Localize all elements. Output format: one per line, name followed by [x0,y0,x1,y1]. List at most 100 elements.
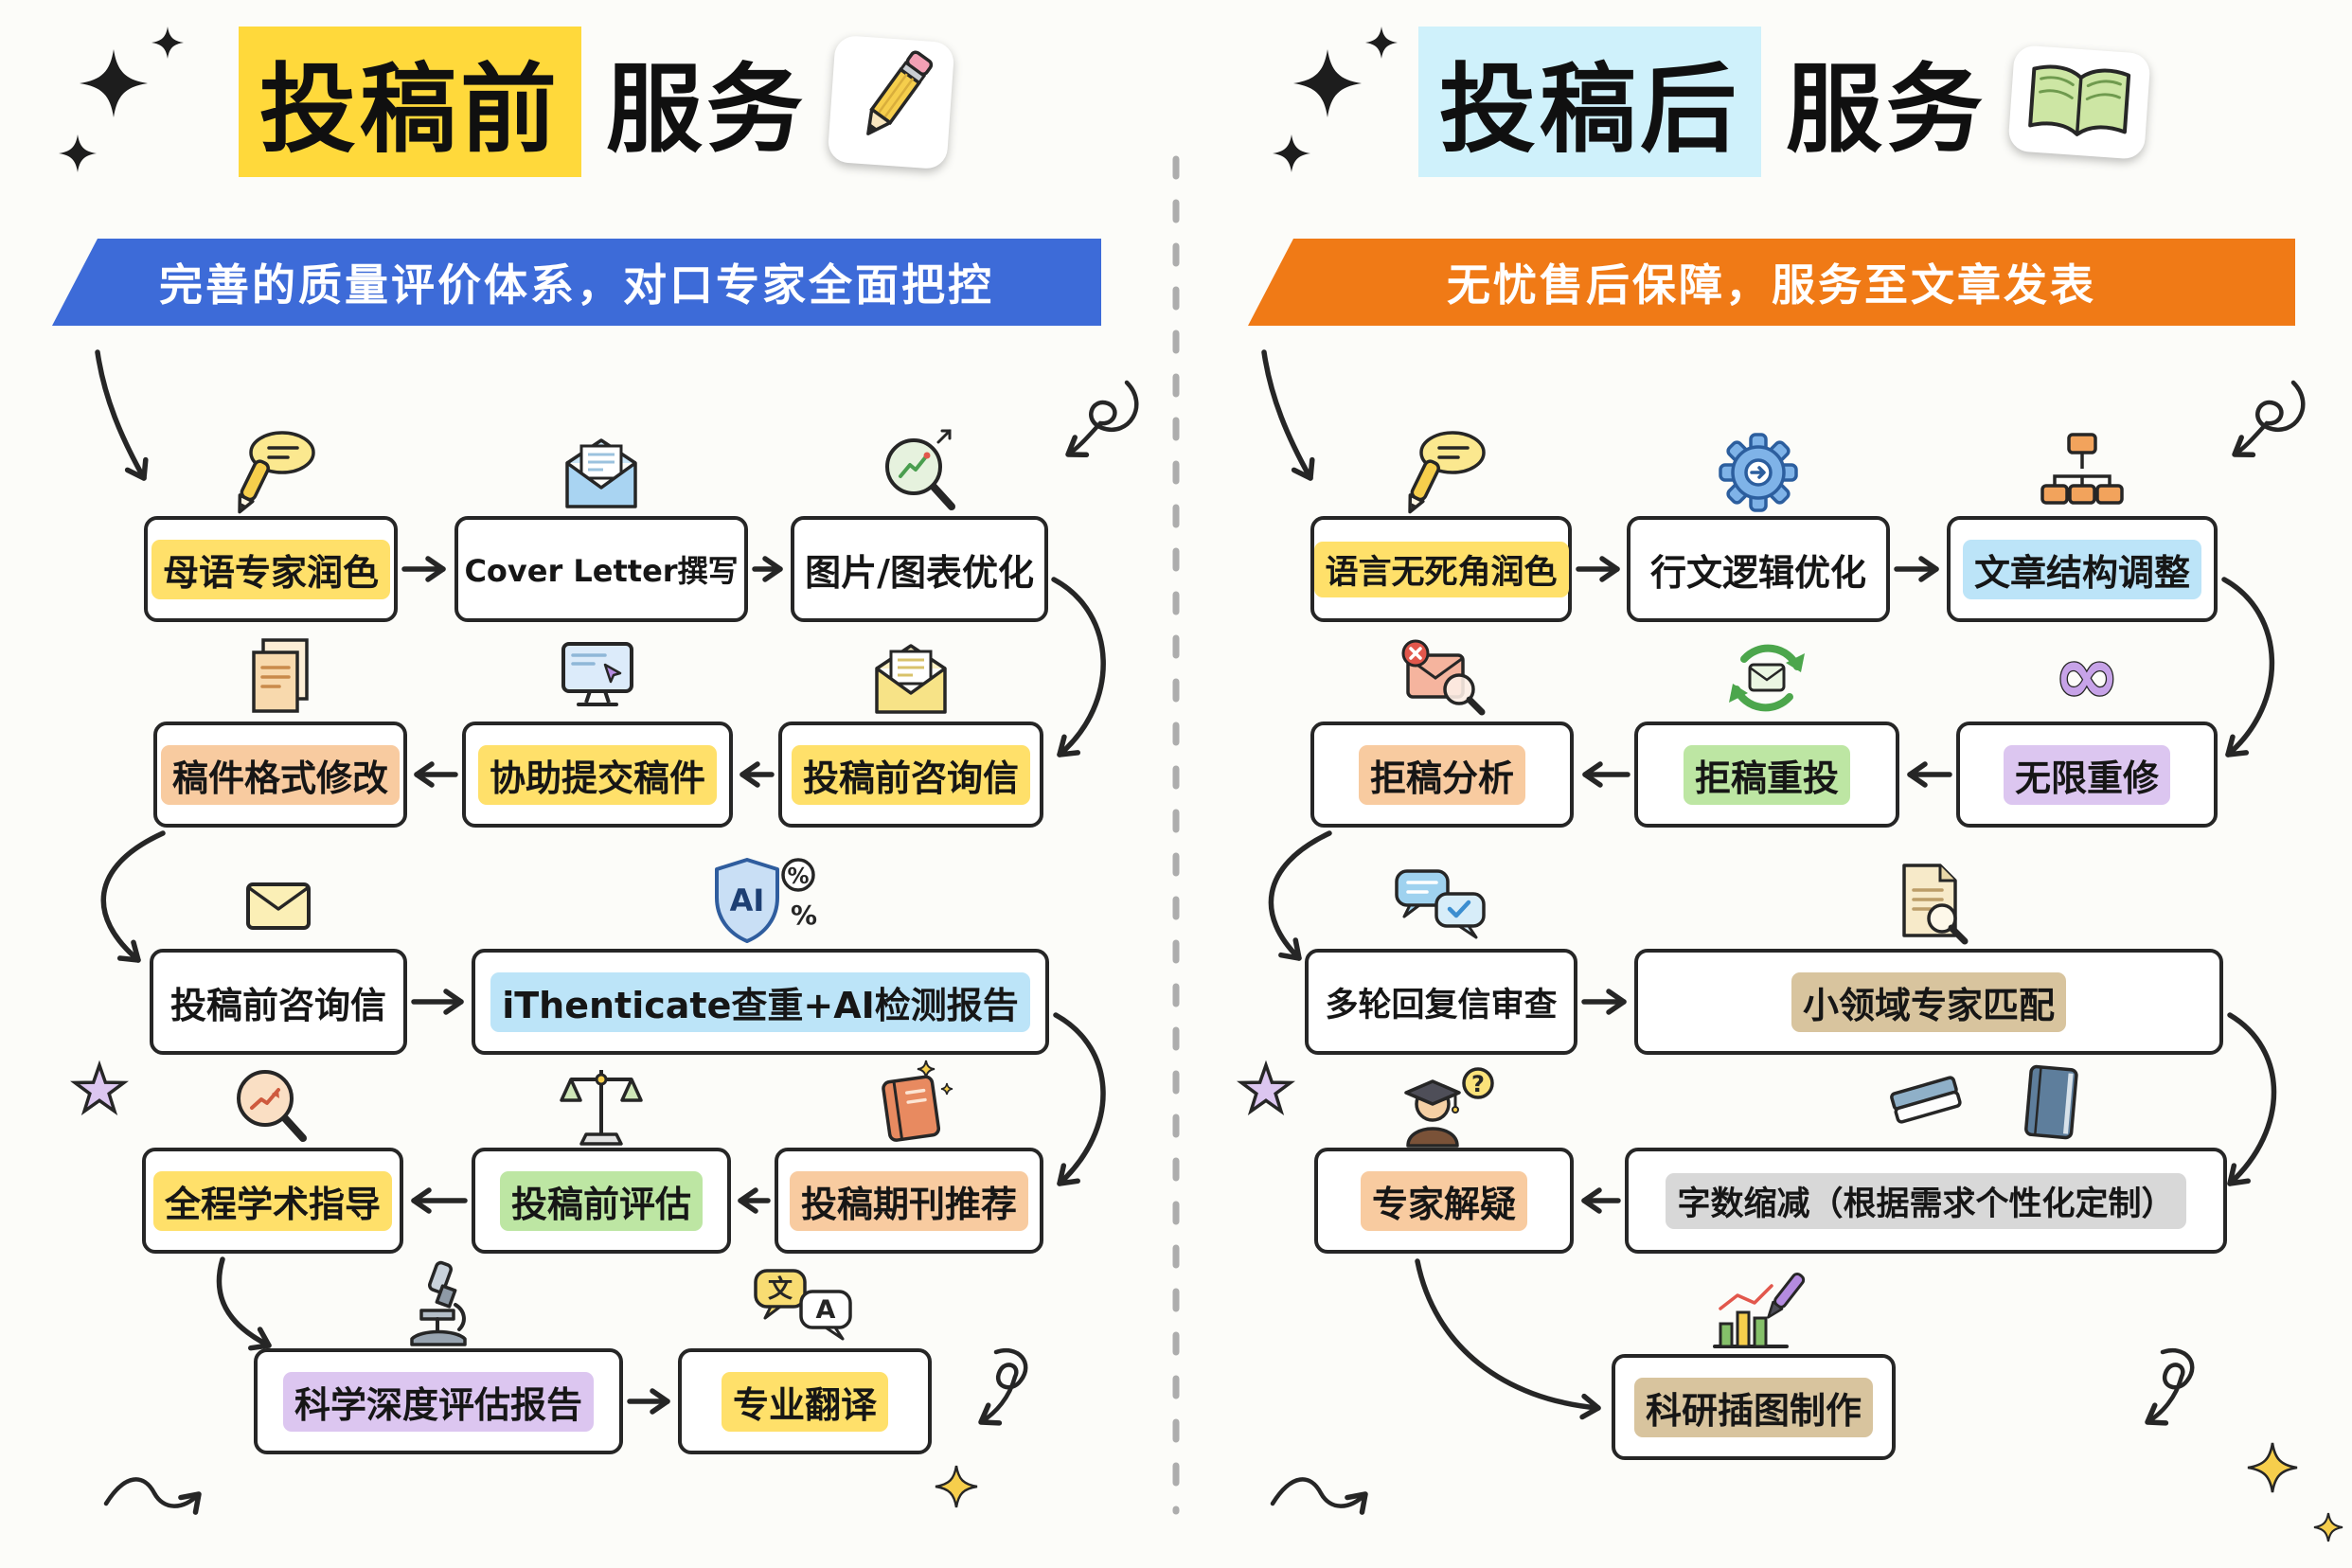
curl-arrow [2232,380,2306,458]
flow-arrows [95,349,2277,1420]
page-title-right: 投稿后 服务 [1418,27,2151,177]
flow-box-expert-match: 小领域专家匹配 [1634,864,2223,1055]
magnifier-chart-icon [870,427,969,518]
translate-icon: 文 A [748,1263,862,1350]
flow-box-label: 多轮回复信审查 [1325,986,1558,1025]
flow-box-response-review: 多轮回复信审查 [1305,869,1577,1055]
book-icon [2004,1059,2094,1149]
title-suffix-right: 服务 [1786,54,1987,167]
flow-arrow [1053,1012,1106,1186]
microscope-icon [389,1259,488,1350]
pen-speech-icon [1392,427,1490,518]
flow-box-label: 母语专家润色 [151,539,390,599]
documents-icon [231,633,330,723]
ai-shield-icon: AI % % [698,852,823,951]
svg-text:%: % [791,900,817,931]
chart-brush-icon [1702,1265,1806,1356]
flow-box-label: Cover Letter撰写 [464,553,739,589]
flow-box-label: 投稿期刊推荐 [789,1170,1028,1231]
squiggle-arrow [1270,1477,1368,1515]
flow-box-label: 科研插图制作 [1633,1377,1873,1437]
svg-text:∞: ∞ [2054,633,2120,722]
flow-box-word-reduce: 字数缩减（根据需求个性化定制） [1625,1064,2227,1254]
pencil-icon [827,34,955,169]
flow-box-label: 拒稿重投 [1683,744,1850,805]
flow-box-label: 专家解疑 [1360,1170,1527,1231]
banner-left-text: 完善的质量评价体系，对口专家全面把控 [159,259,994,311]
flow-arrow [2227,1012,2277,1186]
flow-box-label: 拒稿分析 [1358,744,1525,805]
flow-box-presubmission-inquiry: 投稿前咨询信 [778,644,1043,828]
flow-box-label: 字数缩减（根据需求个性化定制） [1666,1172,2186,1229]
flow-box-figure-optimize: 图片/图表优化 [791,429,1048,622]
magnifier-trend-icon [223,1059,322,1149]
flow-box-academic-guidance: 全程学术指导 [142,1070,403,1254]
scale-icon [552,1059,650,1149]
recycle-envelope-icon [1718,633,1816,723]
flow-box-translation: 文 A 专业翻译 [678,1269,932,1454]
flow-box-structure-adjust: 文章结构调整 [1947,433,2218,622]
flow-arrow [2221,577,2275,757]
scholar-icon: ? [1389,1059,1499,1149]
open-book-icon [2007,44,2151,160]
flow-box-presubmission-inquiry-2: 投稿前咨询信 [150,882,407,1055]
flow-arrow [216,1256,272,1351]
flow-box-label: 投稿前咨询信 [791,744,1030,805]
envelope-reject-icon [1393,633,1491,723]
flow-box-cover-letter: Cover Letter撰写 [454,438,748,622]
squiggle-arrow [103,1477,202,1515]
flow-arrow [1051,577,1106,757]
flow-box-label: 投稿前评估 [499,1170,703,1231]
title-highlight-left: 投稿前 [239,27,581,177]
flow-box-label: 投稿前咨询信 [169,984,386,1026]
flow-box-logic-optimize: 行文逻辑优化 [1627,433,1890,622]
flow-box-figure-making: 科研插图制作 [1612,1273,1896,1460]
banner-right-text: 无忧售后保障，服务至文章发表 [1447,259,2096,311]
flow-box-label: 科学深度评估报告 [282,1371,594,1432]
flow-box-journal-recommend: 投稿期刊推荐 [775,1060,1043,1254]
chat-bubbles-icon [1389,864,1493,951]
gear-icon [1709,427,1808,518]
flow-box-deep-evaluation: 科学深度评估报告 [254,1260,623,1454]
envelope-letter-icon [552,427,650,518]
flow-box-resubmit: 拒稿重投 [1634,644,1899,828]
infinity-icon: ∞ [2038,628,2136,723]
flow-box-label: 文章结构调整 [1962,539,2201,599]
flow-box-submit-assist: 协助提交稿件 [462,642,733,828]
monitor-icon [548,633,647,723]
flow-box-label: 小领域专家匹配 [1791,971,2066,1032]
flow-box-language-polish: 语言无死角润色 [1310,431,1572,622]
svg-text:?: ? [1471,1071,1485,1097]
flow-arrow [95,349,149,481]
title-suffix-left: 服务 [606,54,807,167]
flow-box-label: 全程学术指导 [152,1170,392,1231]
svg-text:AI: AI [730,882,765,918]
flow-arrow [1261,349,1315,481]
svg-text:%: % [787,864,809,889]
org-chart-icon [2033,427,2131,518]
flow-box-label: 无限重修 [2003,744,2170,805]
curl-arrow [978,1348,1028,1426]
flow-arrow [100,830,166,963]
page-title-left: 投稿前 服务 [239,27,955,177]
envelope-open-icon [862,633,960,723]
banner-left: 完善的质量评价体系，对口专家全面把控 [52,239,1101,326]
flow-box-label: 稿件格式修改 [160,744,400,805]
flow-box-label: 图片/图表优化 [805,551,1034,594]
svg-text:A: A [816,1295,836,1325]
flow-box-label: 行文逻辑优化 [1649,551,1866,594]
curl-arrow [1065,380,1139,458]
flow-box-expert-qa: ? 专家解疑 [1314,1067,1574,1254]
flow-box-label: 语言无死角润色 [1313,541,1569,597]
banner-right: 无忧售后保障，服务至文章发表 [1248,239,2295,326]
doc-magnifier-icon [1880,860,1978,951]
decorative-arrows [103,380,2306,1515]
book-stars-icon [860,1059,958,1149]
flow-box-presubmission-review: 投稿前评估 [472,1070,731,1254]
eraser-icon [1877,1059,1975,1149]
flow-box-unlimited-revision: ∞ 无限重修 [1956,628,2218,828]
title-highlight-right: 投稿后 [1418,27,1761,177]
curl-arrow [2145,1348,2195,1426]
